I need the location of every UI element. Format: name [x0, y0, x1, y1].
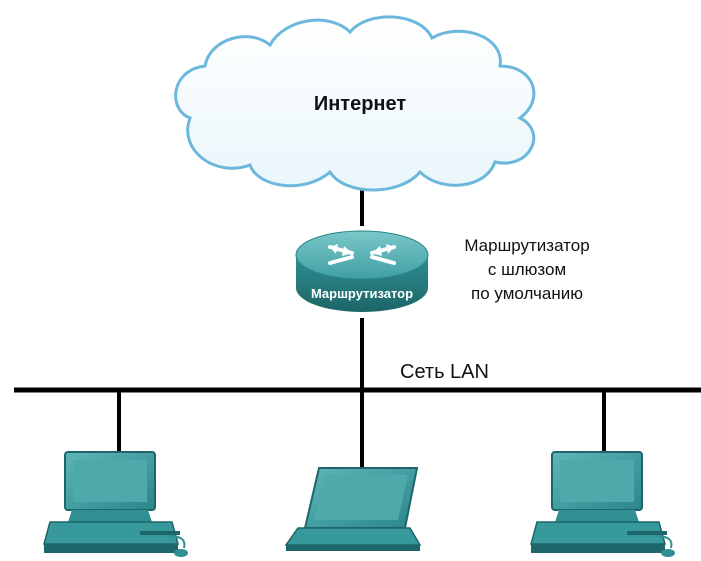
desktop-computer-icon	[530, 451, 675, 557]
laptop-icon	[284, 467, 422, 551]
router-icon: Маршрутизатор	[295, 230, 429, 312]
router-caption-line: по умолчанию	[471, 284, 583, 303]
lan-label: Сеть LAN	[400, 361, 489, 383]
cloud-icon	[174, 15, 536, 192]
internet-label: Интернет	[313, 93, 407, 115]
router-device-label: Маршрутизатор	[311, 286, 413, 301]
router-caption-line: Маршрутизатор	[464, 236, 590, 255]
desktop-computer-icon	[43, 451, 188, 557]
links	[14, 182, 701, 480]
router-caption-line: с шлюзом	[487, 260, 567, 279]
router-caption: Маршрутизатор с шлюзом по умолчанию	[418, 234, 636, 306]
